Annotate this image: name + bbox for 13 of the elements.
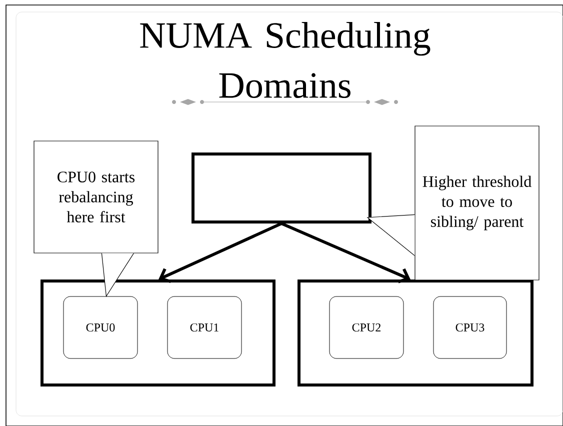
domain-box: [192, 152, 372, 224]
arrow: [280, 222, 410, 284]
title: NUMA Scheduling Domains: [140, 22, 430, 98]
cpu-box: CPU3: [433, 296, 507, 359]
cpu-box: CPU1: [167, 296, 242, 359]
arrow: [158, 222, 282, 284]
callout-box: Higher threshold to move to sibling/ parent: [414, 126, 540, 280]
callout-pointer: [366, 214, 415, 256]
cpu-box: CPU2: [329, 296, 404, 359]
callout-pointer: [101, 252, 134, 298]
domain-box: [298, 280, 534, 386]
callout-box: CPU0 starts rebalancing here first: [34, 140, 158, 254]
domain-box: [40, 280, 276, 386]
